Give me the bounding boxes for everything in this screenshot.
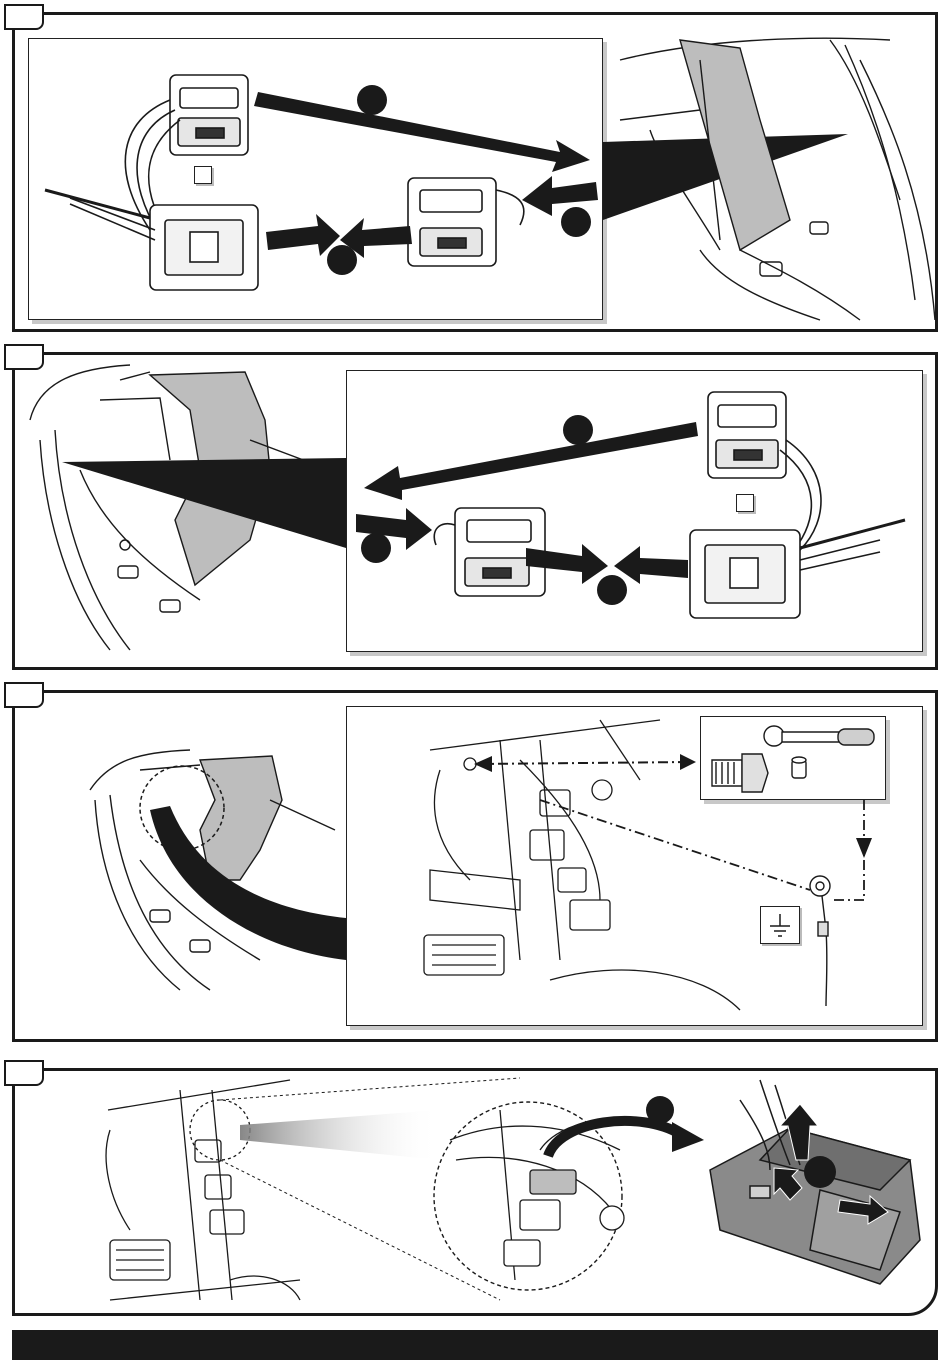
zoom-detail-circle-4 [434, 1102, 660, 1290]
arrow-to-ground-point [474, 756, 492, 772]
step-marker-4b [804, 1156, 836, 1188]
step-marker-2a [563, 415, 593, 445]
step-marker-2c [597, 575, 627, 605]
ratchet-wrench-icon [764, 726, 874, 746]
bolt-icon [712, 754, 768, 792]
connector-base-2 [690, 520, 905, 618]
zoom-beam-4 [240, 1110, 440, 1160]
arrow-2a [364, 422, 698, 500]
ring-terminal-wire [810, 876, 830, 1006]
step-marker-2b [361, 533, 391, 563]
arrow-head-4 [672, 1122, 704, 1152]
arrow-to-bolt [680, 754, 696, 770]
ground-icon [770, 914, 790, 936]
socket-icon [792, 757, 806, 778]
dash-line-tool-down [830, 800, 864, 900]
step-marker-4a [646, 1096, 674, 1124]
wiring-location-illustration [106, 1080, 300, 1300]
dash-line-to-bolt [478, 762, 688, 764]
arrow-2d [614, 546, 688, 584]
dash-line-to-ring [540, 800, 810, 890]
arrow-down-tool [856, 838, 872, 858]
